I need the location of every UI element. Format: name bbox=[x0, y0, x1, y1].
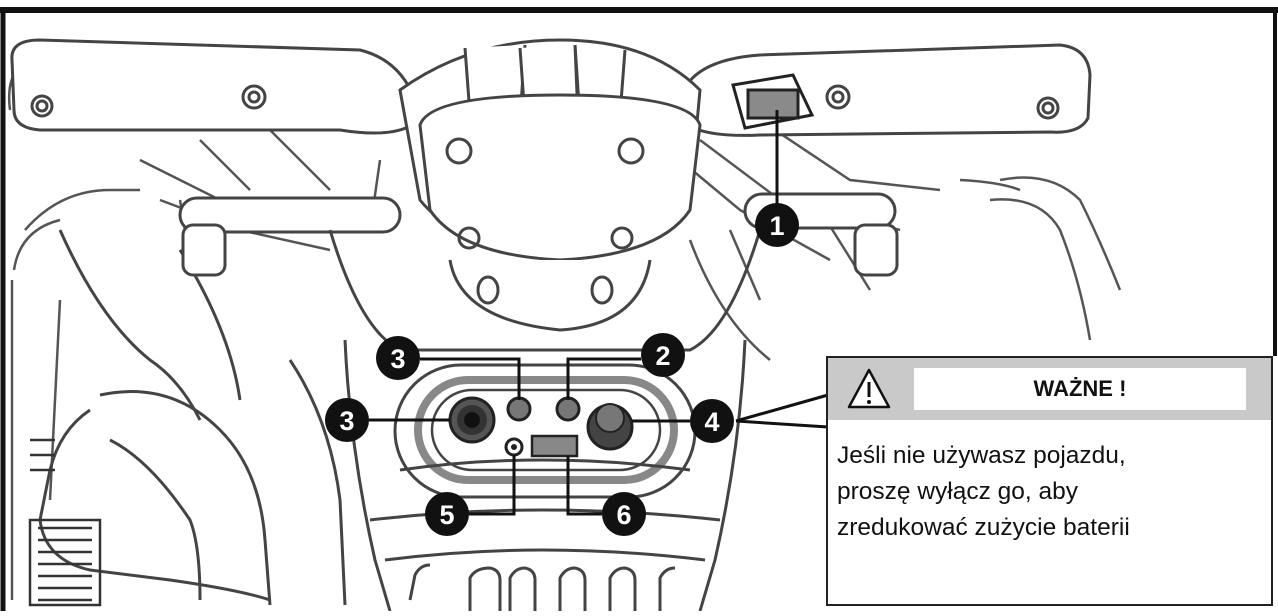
callout-badges: 1 2 3 3 4 5 6 bbox=[325, 203, 799, 536]
leader-lines bbox=[369, 110, 829, 516]
dashboard-body bbox=[328, 229, 762, 612]
note-header: WAŻNE ! bbox=[828, 358, 1271, 420]
left-rack bbox=[139, 129, 382, 261]
control-panel bbox=[393, 363, 697, 499]
handlebar-left bbox=[10, 38, 417, 135]
cross-bars bbox=[178, 192, 899, 277]
callout-1: 1 bbox=[755, 203, 799, 247]
note-body: Jeśli nie używasz pojazdu, proszę wyłącz… bbox=[837, 438, 1267, 546]
callout-5: 5 bbox=[425, 492, 469, 536]
callout-4: 4 bbox=[690, 399, 734, 443]
wheel-tread bbox=[28, 438, 102, 607]
callout-3-upper-label: 3 bbox=[390, 344, 405, 374]
power-switch bbox=[731, 73, 815, 130]
warning-triangle-icon bbox=[847, 368, 891, 409]
callout-1-label: 1 bbox=[769, 211, 784, 241]
callout-6: 6 bbox=[602, 492, 646, 536]
callout-3-left: 3 bbox=[325, 398, 369, 442]
callout-3-left-label: 3 bbox=[339, 406, 354, 436]
note-line-1: Jeśli nie używasz pojazdu, bbox=[837, 442, 1126, 469]
note-line-2: proszę wyłącz go, aby bbox=[837, 478, 1079, 505]
left-fender bbox=[38, 229, 347, 606]
callout-5-label: 5 bbox=[439, 500, 454, 530]
note-title: WAŻNE ! bbox=[1033, 376, 1127, 401]
frame bbox=[0, 7, 1278, 611]
note-line-3: zredukować zużycie baterii bbox=[837, 514, 1130, 541]
seat-ribs bbox=[399, 458, 691, 611]
panel-controls bbox=[448, 396, 634, 458]
callout-2: 2 bbox=[641, 333, 685, 377]
callout-3-upper: 3 bbox=[376, 336, 420, 380]
callout-6-label: 6 bbox=[616, 500, 631, 530]
callout-4-label: 4 bbox=[704, 407, 719, 437]
callout-2-label: 2 bbox=[655, 341, 670, 371]
important-note-box: WAŻNE ! Jeśli nie używasz pojazdu, prosz… bbox=[826, 356, 1273, 606]
note-title-box: WAŻNE ! bbox=[914, 368, 1246, 410]
center-fairing bbox=[398, 38, 702, 332]
